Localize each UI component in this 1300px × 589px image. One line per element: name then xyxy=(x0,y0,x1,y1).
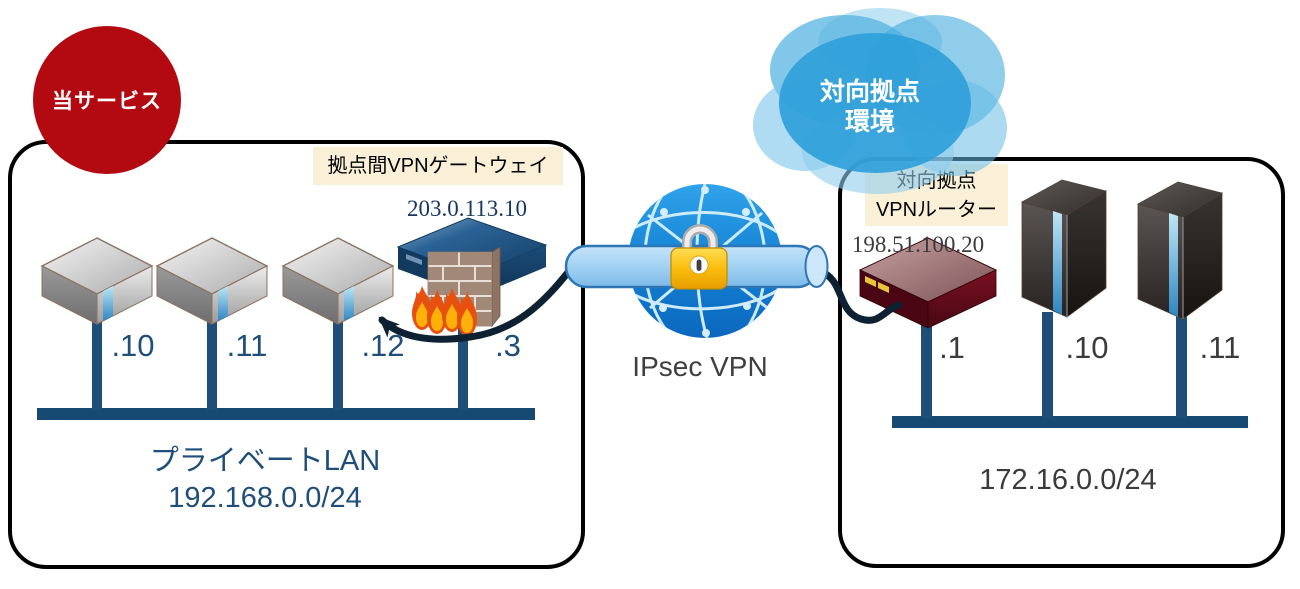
globe-icon xyxy=(628,184,782,338)
vpn-tunnel-tube xyxy=(564,244,829,289)
service-badge: 当サービス xyxy=(33,26,181,174)
remote-cloud-label-line2: 環境 xyxy=(844,108,895,136)
remote-lan-subnet: 172.16.0.0/24 xyxy=(979,464,1157,496)
private-lan-box xyxy=(8,140,585,569)
remote-router-host-number: .1 xyxy=(939,330,965,365)
service-badge-label: 当サービス xyxy=(52,90,162,113)
server3-host-number: .12 xyxy=(361,328,405,363)
private-lan-label: プライベートLAN 192.168.0.0/24 xyxy=(115,443,415,517)
remote-router-label: 対向拠点 VPNルーター xyxy=(865,164,1008,226)
remote-server1-host-number: .10 xyxy=(1065,330,1109,365)
remote-router-label-line2: VPNルーター xyxy=(875,199,998,221)
private-lan-subnet: 192.168.0.0/24 xyxy=(168,482,362,514)
remote-server2-host-number: .11 xyxy=(1199,330,1241,365)
remote-site-box xyxy=(838,157,1285,568)
remote-cloud-label-line1: 対向拠点 xyxy=(819,78,920,106)
ipsec-vpn-label: IPsec VPN xyxy=(632,351,768,382)
server2-host-number: .11 xyxy=(226,328,268,363)
gateway-ip-address: 203.0.113.10 xyxy=(407,196,527,221)
private-lan-name: プライベートLAN xyxy=(149,445,381,477)
remote-router-label-line1: 対向拠点 xyxy=(896,170,977,192)
remote-router-ip-address: 198.51.100.20 xyxy=(851,232,985,257)
gateway-host-number: .3 xyxy=(495,328,521,363)
remote-cloud-label: 対向拠点 環境 xyxy=(780,77,960,137)
padlock-icon xyxy=(670,224,728,290)
gateway-label: 拠点間VPNゲートウェイ xyxy=(313,147,563,185)
server1-host-number: .10 xyxy=(111,328,155,363)
